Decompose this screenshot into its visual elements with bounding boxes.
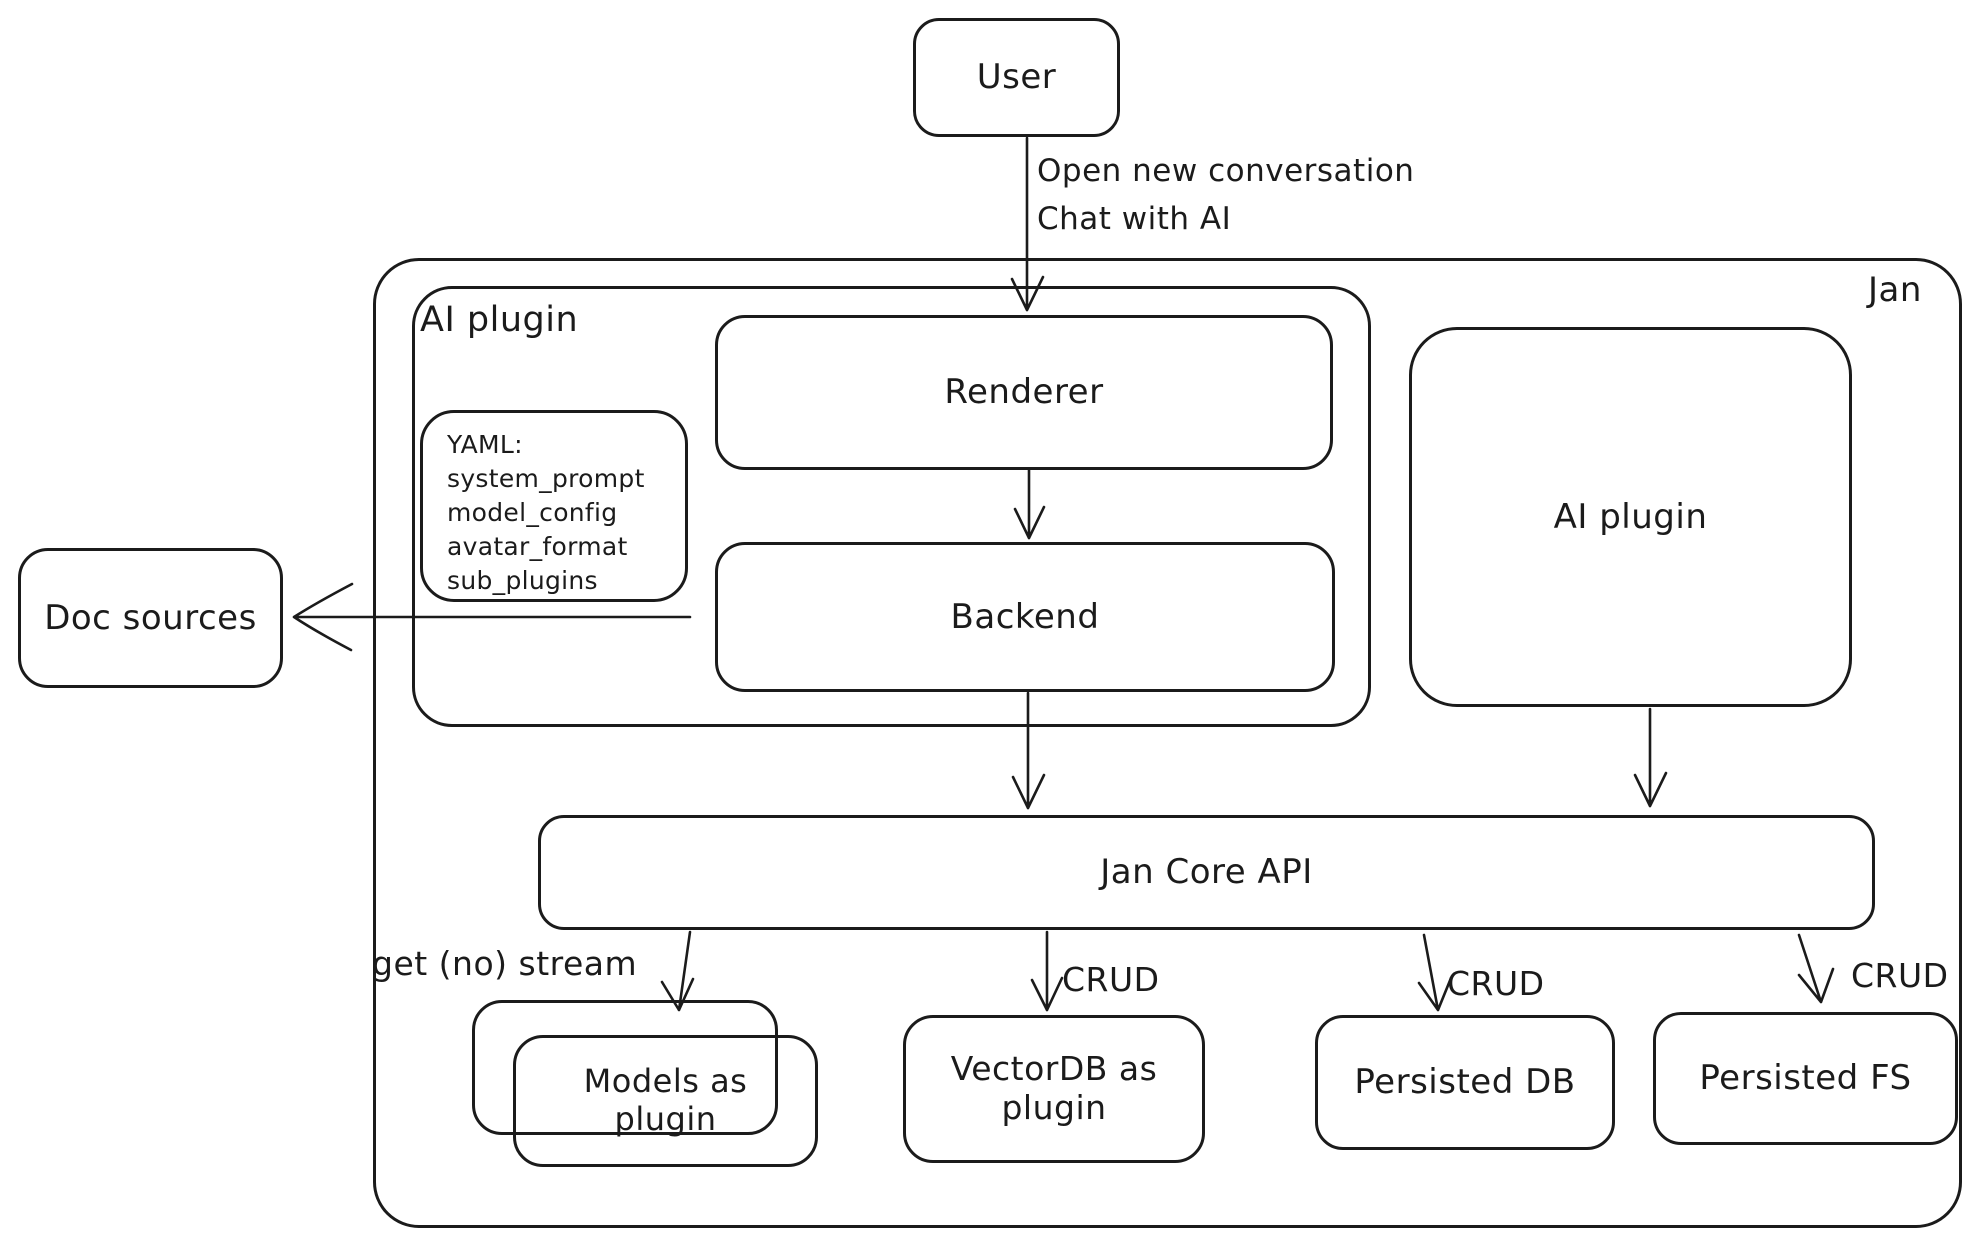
renderer-label: Renderer [944,372,1104,413]
yaml-note-line: avatar_format [447,532,628,561]
doc-sources-label: Doc sources [44,597,257,638]
persisted-fs-node: Persisted FS [1653,1012,1958,1145]
edge-label-chat-with-ai: Chat with AI [1037,201,1232,237]
persisted-db-node: Persisted DB [1315,1015,1615,1150]
ai-plugin-right-node: AI plugin [1409,327,1852,707]
edge-label-get-no-stream: get (no) stream [372,944,638,983]
backend-label: Backend [950,596,1100,637]
yaml-note-node: YAML: system_prompt model_config avatar_… [420,410,688,602]
edge-label-crud-persisted-fs: CRUD [1851,956,1949,995]
renderer-node: Renderer [715,315,1333,470]
backend-node: Backend [715,542,1335,692]
persisted-fs-label: Persisted FS [1699,1058,1912,1099]
ai-plugin-right-label: AI plugin [1553,496,1708,537]
user-node: User [913,18,1120,137]
models-as-plugin-node: Models as plugin [513,1035,818,1167]
doc-sources-node: Doc sources [18,548,283,688]
edge-label-crud-vectordb: CRUD [1062,960,1160,999]
ai-plugin-left-label: AI plugin [420,300,579,340]
yaml-note-line: sub_plugins [447,566,598,595]
jan-container-node [373,258,1962,1228]
yaml-note-line: system_prompt [447,464,645,493]
edge-label-open-new-conversation: Open new conversation [1037,153,1415,189]
persisted-db-label: Persisted DB [1354,1062,1576,1103]
yaml-note-line: model_config [447,498,618,527]
jan-container-label: Jan [1868,270,1922,310]
ai-plugin-left-node [412,286,1371,727]
models-as-plugin-back-node [472,1000,778,1135]
yaml-note-line: YAML: [447,430,523,459]
vectordb-as-plugin-node: VectorDB as plugin [903,1015,1205,1163]
jan-core-api-label: Jan Core API [1100,852,1313,893]
user-label: User [976,57,1057,98]
models-as-plugin-label: Models as plugin [583,1062,748,1138]
jan-core-api-node: Jan Core API [538,815,1875,930]
edge-label-crud-persisted-db: CRUD [1447,964,1545,1003]
vectordb-as-plugin-label: VectorDB as plugin [950,1049,1158,1127]
